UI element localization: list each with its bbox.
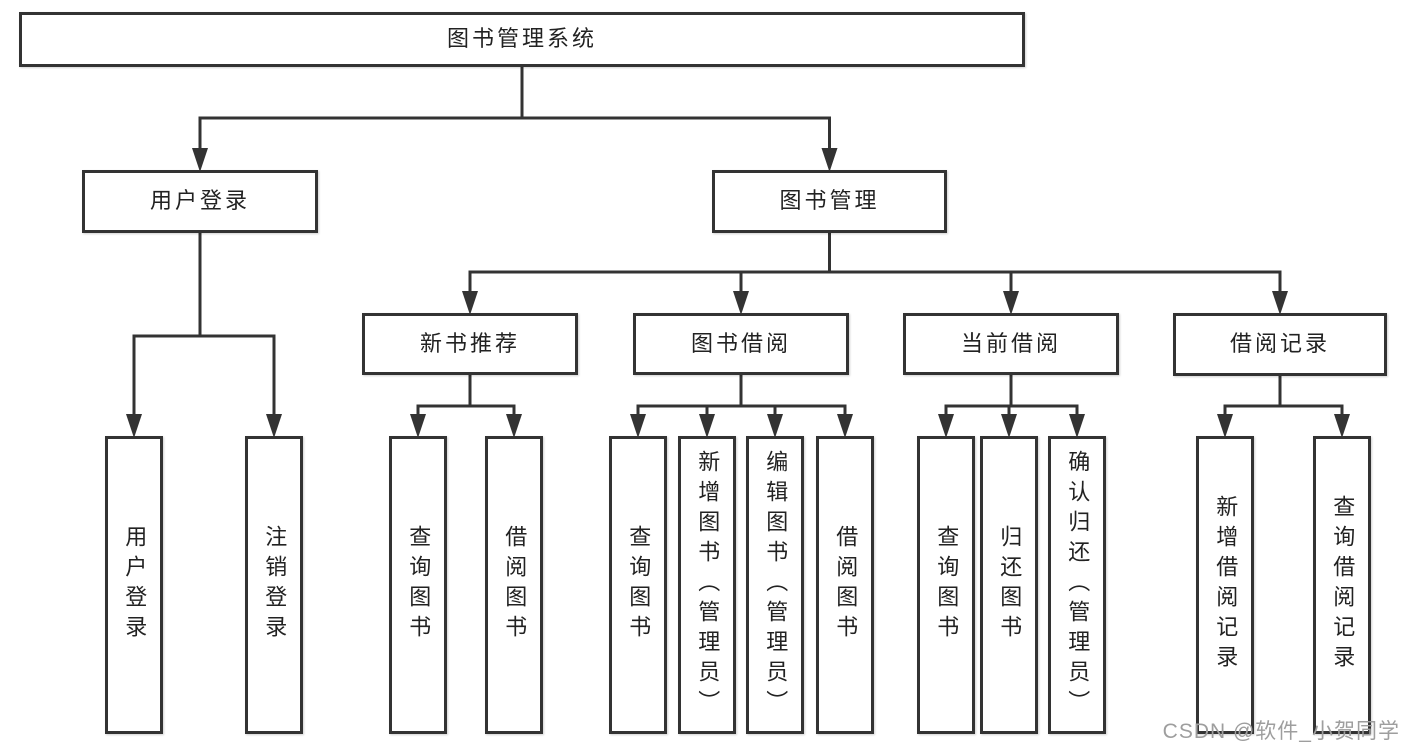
node-label: 图书管理系统 xyxy=(446,26,597,52)
node-label: 借阅图书 xyxy=(833,525,859,645)
node-add-books-admin: 新增图书（管理员） xyxy=(678,436,736,734)
node-label: 确认归还（管理员） xyxy=(1065,450,1091,720)
node-label: 借阅图书 xyxy=(502,525,528,645)
node-label: 用户登录 xyxy=(149,188,250,214)
node-confirm-return-admin: 确认归还（管理员） xyxy=(1048,436,1106,734)
node-query-borrow-record: 查询借阅记录 xyxy=(1313,436,1371,734)
node-edit-books-admin: 编辑图书（管理员） xyxy=(746,436,804,734)
node-user-login-operation: 用户登录 xyxy=(105,436,163,734)
node-label: 查询图书 xyxy=(934,525,960,645)
node-label: 新增图书（管理员） xyxy=(695,450,721,720)
node-label: 用户登录 xyxy=(122,525,148,645)
node-label: 新增借阅记录 xyxy=(1213,495,1239,675)
node-new-book-recommendation: 新书推荐 xyxy=(362,313,578,375)
node-label: 查询图书 xyxy=(406,525,432,645)
node-label: 借阅记录 xyxy=(1229,331,1330,357)
node-current-borrowing: 当前借阅 xyxy=(903,313,1119,375)
node-user-login: 用户登录 xyxy=(82,170,318,233)
node-logout-operation: 注销登录 xyxy=(245,436,303,734)
node-query-books-current: 查询图书 xyxy=(917,436,975,734)
node-borrow-books-borrowing: 借阅图书 xyxy=(816,436,874,734)
node-label: 注销登录 xyxy=(262,525,288,645)
node-library-management-system: 图书管理系统 xyxy=(19,12,1025,67)
node-query-books-borrowing: 查询图书 xyxy=(609,436,667,734)
node-query-books-newrec: 查询图书 xyxy=(389,436,447,734)
node-label: 新书推荐 xyxy=(419,330,520,356)
node-label: 查询图书 xyxy=(626,525,652,645)
node-label: 查询借阅记录 xyxy=(1330,495,1356,675)
node-book-management: 图书管理 xyxy=(712,170,947,233)
node-label: 归还图书 xyxy=(997,525,1023,645)
node-return-books: 归还图书 xyxy=(980,436,1038,734)
node-label: 当前借阅 xyxy=(960,330,1061,356)
node-label: 图书借阅 xyxy=(690,330,791,356)
node-label: 图书管理 xyxy=(779,188,880,214)
node-label: 编辑图书（管理员） xyxy=(763,450,789,720)
watermark: CSDN @软件_小贺同学 xyxy=(1162,720,1400,743)
node-add-borrow-record: 新增借阅记录 xyxy=(1196,436,1254,734)
node-book-borrowing: 图书借阅 xyxy=(633,313,849,375)
node-borrow-records: 借阅记录 xyxy=(1173,313,1387,376)
node-borrow-books-newrec: 借阅图书 xyxy=(485,436,543,734)
